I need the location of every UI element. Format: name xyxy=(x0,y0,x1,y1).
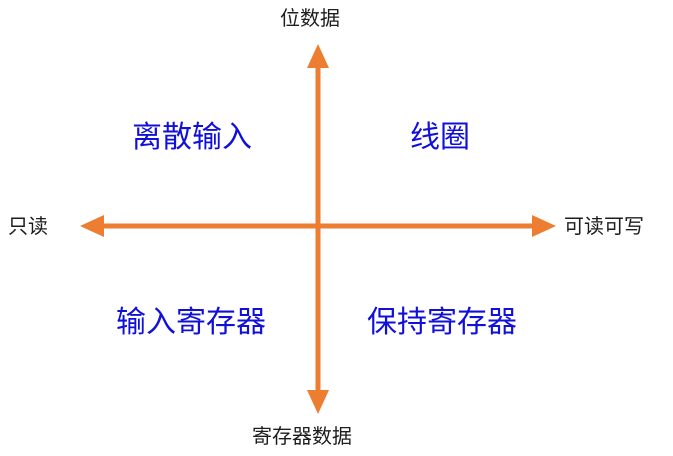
axis-label-top: 位数据 xyxy=(280,6,340,30)
quadrant-input-registers: 输入寄存器 xyxy=(116,305,266,340)
quadrant-holding-registers: 保持寄存器 xyxy=(367,305,517,340)
quadrant-discrete-inputs: 离散输入 xyxy=(132,120,252,155)
axis-label-right: 可读可写 xyxy=(564,214,644,238)
axis-label-left: 只读 xyxy=(8,214,48,238)
axis-label-bottom: 寄存器数据 xyxy=(252,424,352,448)
quadrant-coils: 线圈 xyxy=(410,120,470,155)
horizontal-axis-arrow xyxy=(80,215,556,237)
vertical-axis-arrow xyxy=(307,44,329,414)
